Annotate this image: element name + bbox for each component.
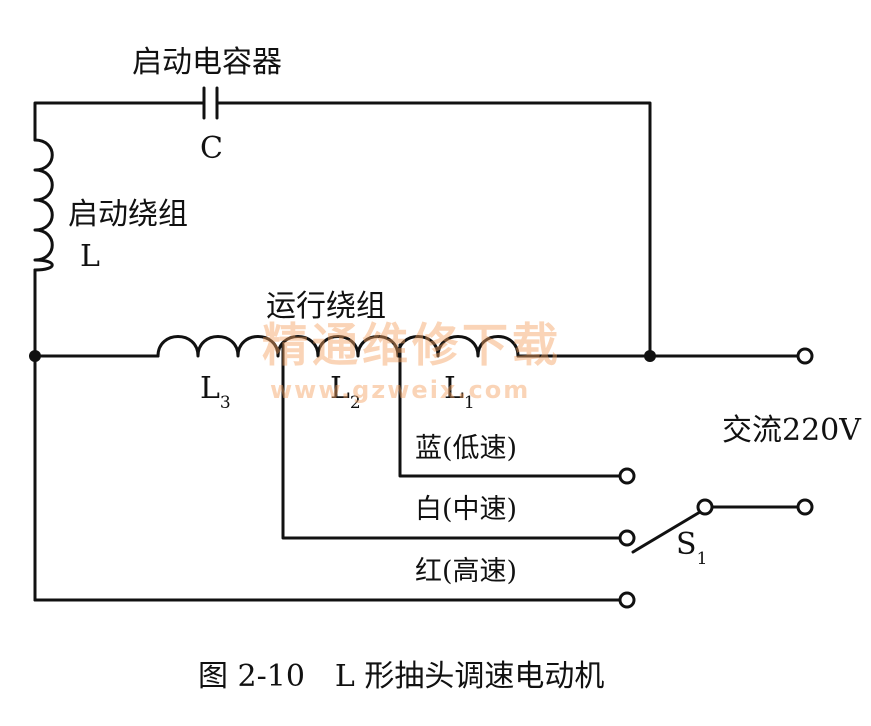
coil-l3-subscript: 3	[219, 393, 231, 413]
switch-subscript: 1	[696, 549, 708, 569]
start-winding-symbol-label: L	[80, 239, 100, 274]
watermark-url: www.gzweix.com	[270, 376, 531, 404]
start-winding-label: 启动绕组	[68, 197, 188, 232]
start-winding-coil	[33, 138, 54, 272]
wire-top-left	[33, 101, 206, 142]
run-winding-label: 运行绕组	[266, 289, 386, 324]
terminal-high	[618, 591, 636, 609]
figure-caption: 图 2-10 L 形抽头调速电动机	[198, 659, 605, 694]
ac-supply-label: 交流220V	[722, 413, 861, 448]
coil-l2-subscript: 2	[349, 393, 361, 413]
terminal-supply-bottom	[796, 498, 814, 516]
tap-low-label: 蓝(低速)	[415, 433, 518, 464]
switch-label: S1	[676, 527, 707, 568]
coil-l2-label: L2	[330, 371, 361, 412]
terminal-mid	[618, 529, 636, 547]
coil-l2-letter: L	[330, 371, 350, 406]
run-winding-coil	[156, 335, 520, 358]
coil-l3-letter: L	[200, 371, 220, 406]
watermark-text: 精通维修下载	[262, 318, 562, 372]
terminal-low	[618, 467, 636, 485]
tap-mid-wire	[281, 343, 622, 540]
tap-mid-label: 白(中速)	[415, 494, 518, 525]
wire-top-right	[215, 101, 652, 358]
terminal-supply-top	[796, 347, 814, 365]
junction-dot-right	[644, 350, 656, 362]
switch-letter: S	[676, 527, 697, 562]
coil-l3-label: L3	[200, 371, 231, 412]
tap-low-wire	[398, 343, 622, 478]
coil-l1-label: L1	[444, 371, 475, 412]
tap-high-label: 红(高速)	[415, 556, 518, 587]
start-capacitor-label: 启动电容器	[132, 45, 282, 80]
junction-dot-left	[29, 350, 41, 362]
switch-blade	[631, 510, 702, 554]
coil-l1-letter: L	[444, 371, 464, 406]
coil-l1-subscript: 1	[463, 393, 475, 413]
capacitor-symbol-label: C	[200, 131, 223, 166]
terminal-switch-pivot	[696, 498, 714, 516]
